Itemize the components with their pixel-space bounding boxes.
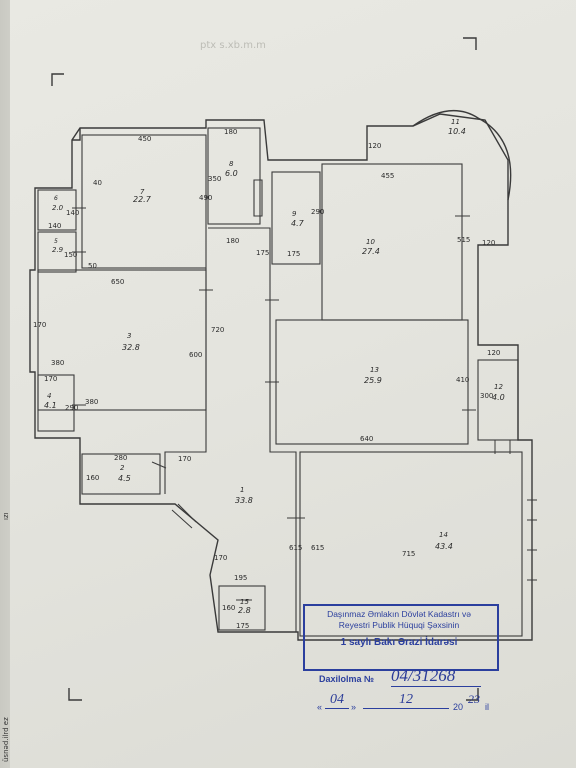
room-3-area: 32.8 xyxy=(122,343,140,352)
dim-27: 120 xyxy=(487,349,500,357)
dim-21: 720 xyxy=(211,326,224,334)
stamp-quote-close: » xyxy=(351,702,357,712)
room-1-number: 1 xyxy=(240,486,244,494)
dim-33: 615 xyxy=(289,544,302,552)
dim-13: 50 xyxy=(88,262,97,270)
room-7-area: 22.7 xyxy=(133,195,152,204)
stamp-entry-label: Daxilolma № xyxy=(319,674,375,684)
faint-header: ptx s.xb.m.m xyxy=(200,40,266,51)
dim-19: 170 xyxy=(33,321,46,329)
stamp-year-suffix: 23 xyxy=(468,692,480,706)
room-5-area: 2.9 xyxy=(52,246,64,254)
dim-36: 170 xyxy=(214,554,227,562)
inner-walls xyxy=(37,127,537,637)
room-2-area: 4.5 xyxy=(118,474,131,483)
stamp-quote-open: « xyxy=(317,702,323,712)
room-5-number: 5 xyxy=(54,238,58,245)
dim-7: 120 xyxy=(368,142,381,150)
room-2-number: 2 xyxy=(120,464,125,472)
room-6-area: 2.0 xyxy=(52,204,64,212)
dim-22: 380 xyxy=(51,359,64,367)
dim-8: 120 xyxy=(482,239,495,247)
room-4-number: 4 xyxy=(47,392,51,400)
room-12-number: 12 xyxy=(494,383,503,391)
dim-26: 410 xyxy=(456,376,469,384)
dim-9: 515 xyxy=(457,236,470,244)
dim-25: 380 xyxy=(85,398,98,406)
dim-37: 195 xyxy=(234,574,247,582)
dim-3: 40 xyxy=(93,179,102,187)
dim-35: 715 xyxy=(402,550,415,558)
room-13-number: 13 xyxy=(370,366,379,374)
dim-23: 170 xyxy=(44,375,57,383)
room-11-area: 10.4 xyxy=(448,127,466,136)
stamp-line-1: Daşınmaz Əmlakın Dövlət Kadastrı və xyxy=(327,609,471,619)
outer-walls xyxy=(29,109,533,641)
room-14-number: 14 xyxy=(439,531,448,539)
stamp-day: 04 xyxy=(325,692,349,709)
room-9-number: 9 xyxy=(292,210,297,218)
room-12-area: 4.0 xyxy=(492,393,505,402)
room-8-number: 8 xyxy=(229,160,234,168)
dim-32: 160 xyxy=(86,474,99,482)
dimensions: 450 180 40 490 350 455 120 120 515 140 1… xyxy=(33,128,500,630)
dim-18: 650 xyxy=(111,278,124,286)
dim-15: 175 xyxy=(256,249,269,257)
dim-1: 450 xyxy=(138,135,151,143)
dim-39: 175 xyxy=(236,622,249,630)
room-15-area: 2.8 xyxy=(238,606,251,615)
corner-marks xyxy=(51,37,479,701)
room-3-number: 3 xyxy=(127,332,131,340)
room-1-area: 33.8 xyxy=(235,496,253,505)
stamp-month: 12 xyxy=(363,692,449,709)
room-8-area: 6.0 xyxy=(225,169,238,178)
dim-17: 290 xyxy=(311,208,324,216)
dim-28: 300 xyxy=(480,392,493,400)
stamp-office: 1 saylı Bakı Ərazi İdarəsi xyxy=(340,637,458,648)
stamp-line-2: Reyestri Publik Hüquqi Şəxsinin xyxy=(338,620,460,630)
dim-20: 600 xyxy=(189,351,202,359)
room-4-area: 4.1 xyxy=(44,401,57,410)
stamp-entry-number: 04/31268 xyxy=(391,666,481,687)
room-7-number: 7 xyxy=(140,188,145,196)
dim-4: 490 xyxy=(199,194,212,202)
dim-31: 170 xyxy=(178,455,191,463)
dim-2: 180 xyxy=(224,128,237,136)
stamp-il: il xyxy=(485,702,489,712)
room-10-number: 10 xyxy=(366,238,375,246)
stamp-frame xyxy=(303,604,499,671)
dim-6: 455 xyxy=(381,172,394,180)
dim-38: 160 xyxy=(222,604,235,612)
dim-29: 640 xyxy=(360,435,373,443)
registration-stamp: Daşınmaz Əmlakın Dövlət Kadastrı və Reye… xyxy=(303,604,499,716)
room-13-area: 25.9 xyxy=(364,376,382,385)
dim-24: 290 xyxy=(65,404,78,412)
room-15-number: 15 xyxy=(240,598,249,606)
dim-34: 615 xyxy=(311,544,324,552)
dim-11: 140 xyxy=(66,209,79,217)
room-11-number: 11 xyxy=(451,118,460,126)
dim-30: 280 xyxy=(114,454,127,462)
dim-16: 175 xyxy=(287,250,300,258)
room-14-area: 43.4 xyxy=(435,542,453,551)
dim-10: 140 xyxy=(48,222,61,230)
dim-12: 150 xyxy=(64,251,77,259)
stamp-year-prefix: 20 xyxy=(453,702,464,712)
room-9-area: 4.7 xyxy=(291,219,305,228)
room-labels: 7 22.7 8 6.0 6 2.0 5 2.9 9 4.7 10 27.4 1… xyxy=(44,118,505,615)
room-6-number: 6 xyxy=(54,195,58,202)
dim-5: 350 xyxy=(208,175,221,183)
dim-14: 180 xyxy=(226,237,239,245)
room-10-area: 27.4 xyxy=(362,247,380,256)
